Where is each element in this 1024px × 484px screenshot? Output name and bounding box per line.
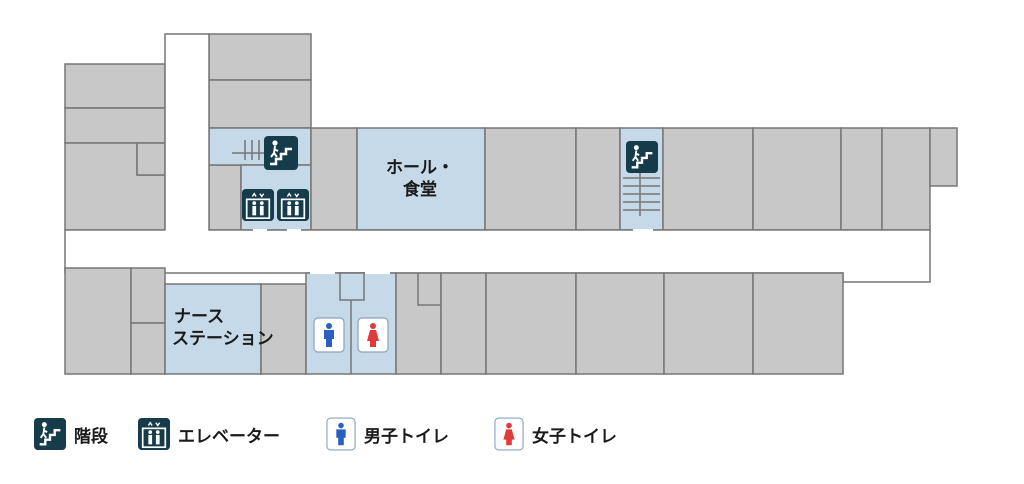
womens-toilet-icon	[357, 317, 389, 353]
elevator-icon	[277, 189, 309, 221]
legend-label-womens-toilet: 女子トイレ	[532, 426, 617, 447]
legend: 階段 エレベーター 男子トイレ 女子トイレ	[0, 417, 1024, 454]
elevator-icon	[242, 189, 274, 221]
legend-item-elevator: エレベーター	[138, 418, 280, 450]
legend-item-mens-toilet: 男子トイレ	[326, 417, 449, 451]
door-openings	[253, 229, 653, 274]
hall-label-line2: 食堂	[403, 180, 437, 200]
mens-toilet-icon	[313, 317, 345, 353]
left-top-rooms	[64, 63, 166, 231]
legend-item-stairs: 階段	[34, 418, 108, 450]
legend-label-elevator: エレベーター	[178, 426, 280, 447]
stairs-icon	[34, 418, 66, 450]
elevator-icon	[138, 418, 170, 450]
upper-row-rooms	[310, 127, 958, 231]
hall-dining-label: ホール・ 食堂	[380, 157, 460, 201]
nurse-station-label: ナース ステーション	[160, 306, 274, 350]
legend-item-womens-toilet: 女子トイレ	[494, 417, 617, 451]
stairs-icon	[264, 136, 298, 170]
nurse-label-line2: ステーション	[172, 329, 274, 349]
womens-toilet-icon	[494, 417, 524, 451]
legend-label-mens-toilet: 男子トイレ	[364, 426, 449, 447]
nurse-label-line1: ナース	[174, 307, 225, 327]
legend-label-stairs: 階段	[74, 426, 108, 447]
hall-label-line1: ホール・	[386, 158, 454, 178]
mens-toilet-icon	[326, 417, 356, 451]
stairs-icon	[626, 141, 658, 173]
